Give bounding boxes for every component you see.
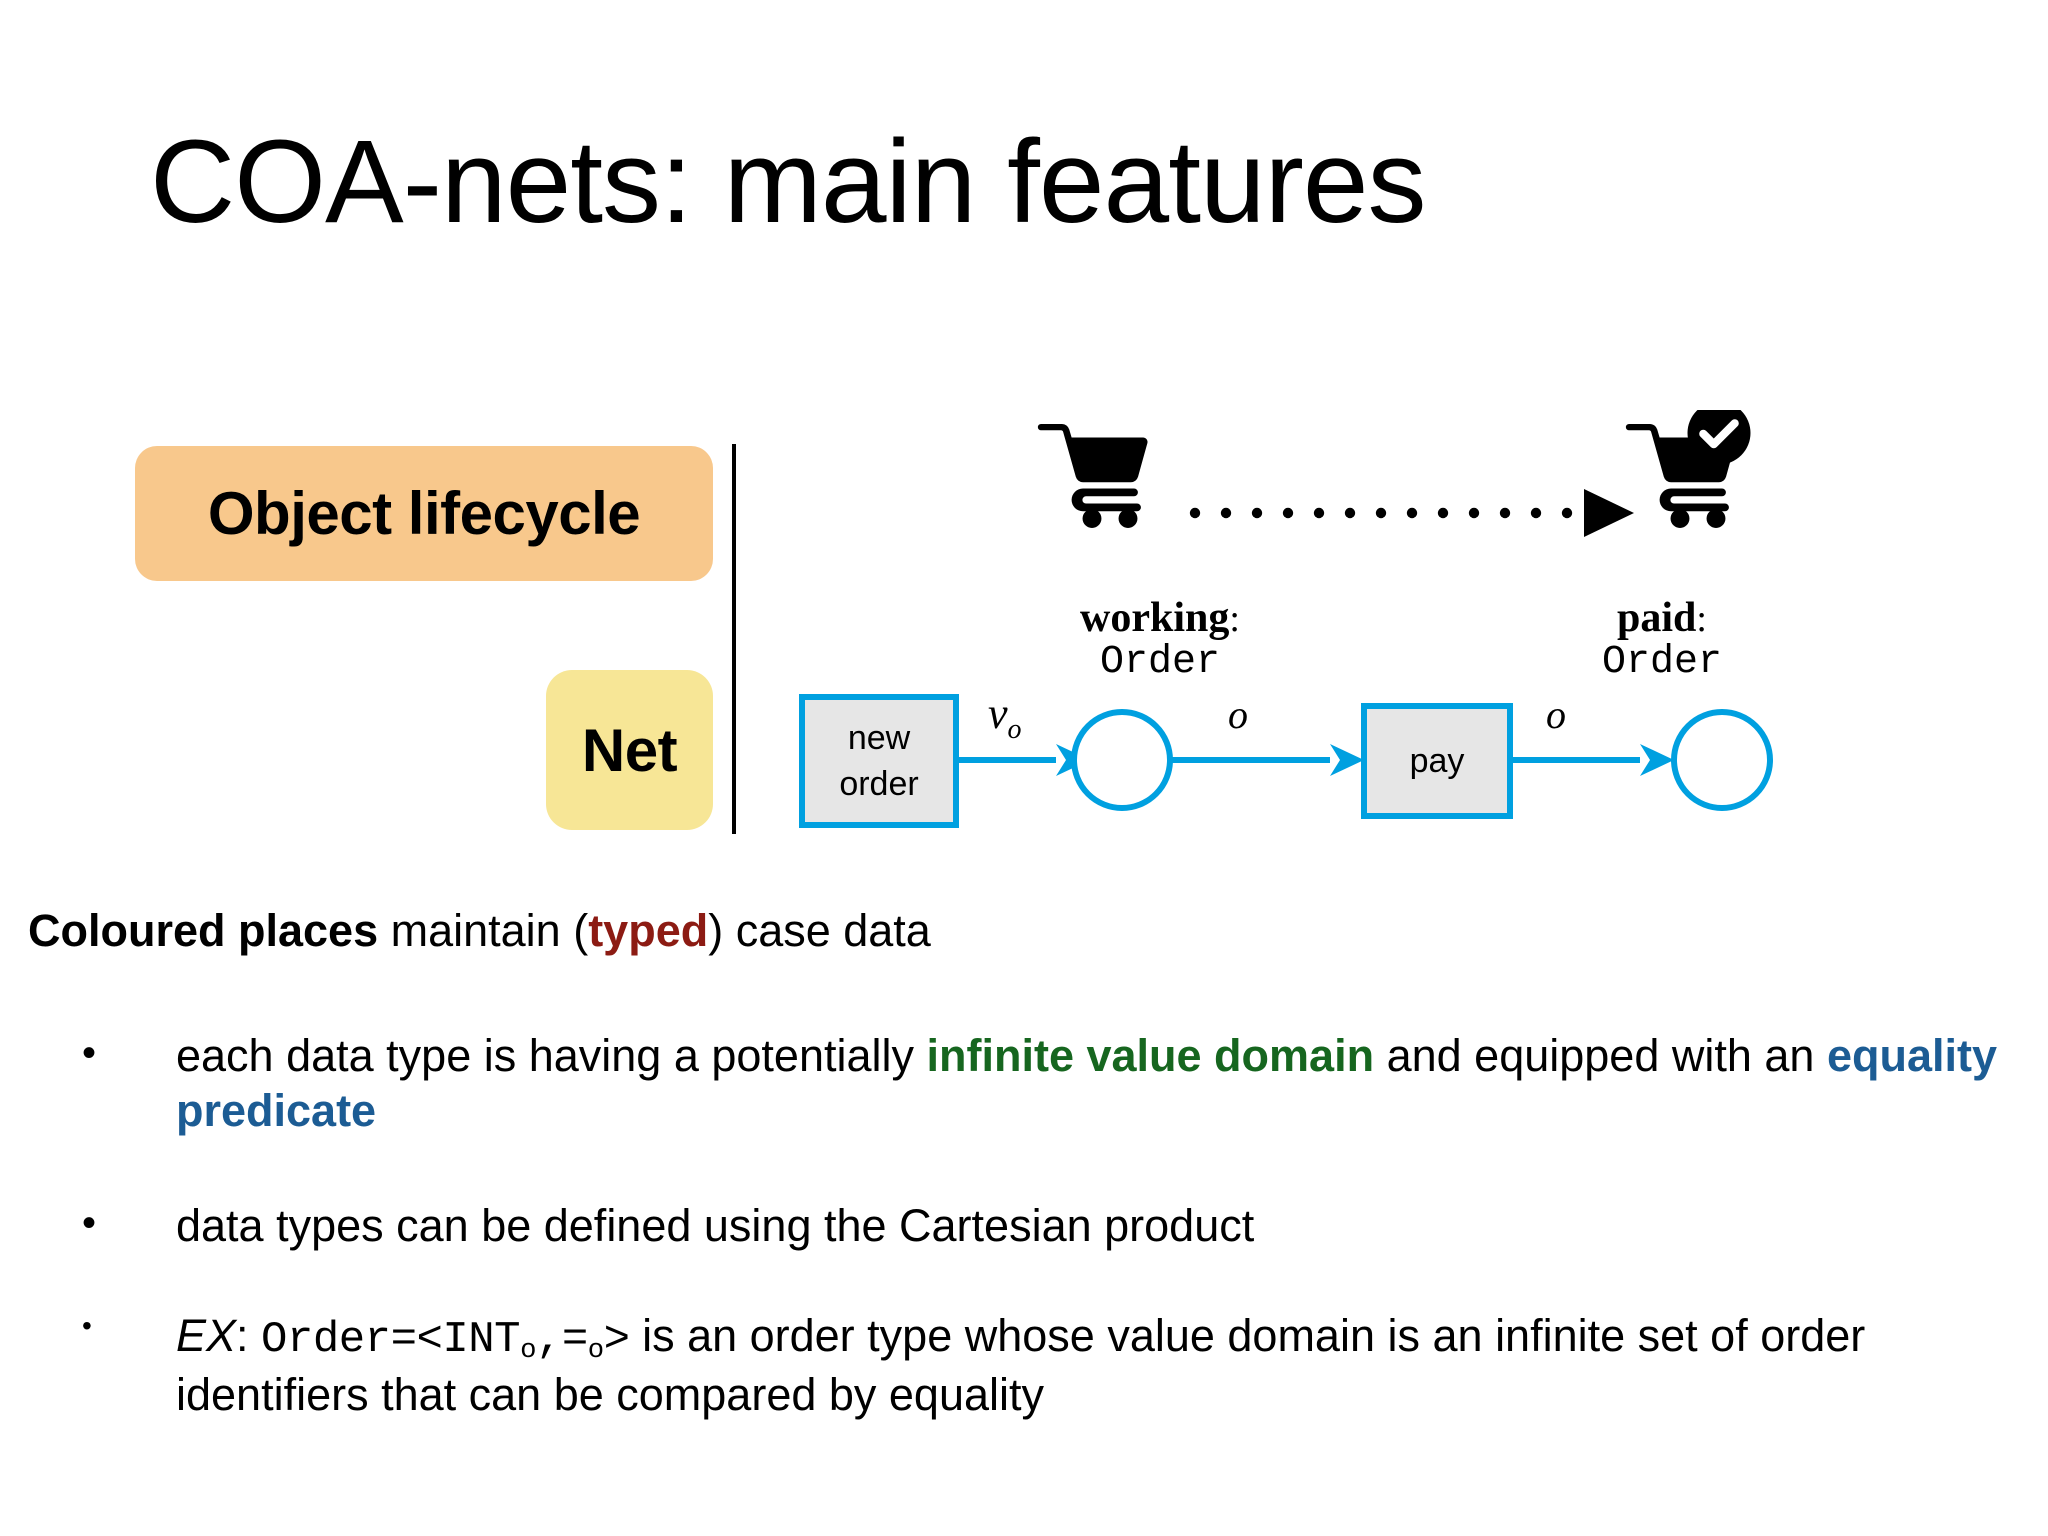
bullet-3-text: EX: Order=<INTo,=o> is an order type who… <box>176 1310 1865 1420</box>
bullet-3-ex-label: EX <box>176 1310 237 1362</box>
transition-pay: pay <box>1361 703 1513 819</box>
badge-object-lifecycle: Object lifecycle <box>135 446 713 581</box>
bullet-1-text: each data type is having a potentially i… <box>176 1030 1997 1136</box>
list-item-cartesian: • data types can be defined using the Ca… <box>28 1199 2018 1254</box>
page-title: COA-nets: main features <box>150 116 1427 248</box>
lead-emphasis-typed: typed <box>588 905 709 956</box>
code-part-1-sub: o <box>587 1335 604 1367</box>
bullet-3-code: Order=<INTo,=o> <box>261 1315 630 1367</box>
svg-text:order: order <box>839 765 918 803</box>
arc-label-nu-o: νo <box>988 689 1022 745</box>
lead-mid: maintain ( <box>378 905 589 956</box>
lifecycle-label-working-colon: : <box>1229 598 1240 640</box>
lead-bold-start: Coloured places <box>28 905 379 956</box>
list-item-example: • EX: Order=<INTo,=o> is an order type w… <box>28 1309 2018 1423</box>
bullet-list: • each data type is having a potentially… <box>28 1029 2018 1423</box>
code-part-2-base: > <box>603 1315 630 1366</box>
section-divider <box>732 444 736 834</box>
svg-text:new: new <box>848 719 911 757</box>
lead-statement: Coloured places maintain (typed) case da… <box>28 905 2018 957</box>
bullet-marker: • <box>82 1030 97 1075</box>
lifecycle-label-working: working: Order <box>1010 596 1310 684</box>
bullet-3-colon: : <box>236 1310 262 1362</box>
badge-object-lifecycle-label: Object lifecycle <box>207 480 641 547</box>
badge-net: Net <box>546 670 713 830</box>
bullet-marker: • <box>82 1200 97 1245</box>
lifecycle-label-working-type: Order <box>1099 640 1221 686</box>
transition-new-order: new order <box>799 694 959 828</box>
bullet-1-plain-b: and <box>1374 1029 1462 1081</box>
lifecycle-label-paid-name: paid <box>1617 595 1697 641</box>
place-paid <box>1671 709 1773 811</box>
bullet-1-plain-a: each data type is having a potentially <box>176 1029 927 1081</box>
bullet-2-text: data types can be defined using the Cart… <box>176 1199 1255 1251</box>
bullet-3-tail: is an order type whose value domain is a… <box>629 1310 1483 1362</box>
dotted-arrow-icon <box>1189 489 1634 537</box>
bullet-1-green: infinite value domain <box>926 1029 1375 1081</box>
badge-net-label: Net <box>581 716 678 784</box>
bullet-1-blue: equality predicate <box>176 1029 1997 1136</box>
shopping-cart-icon <box>1037 424 1148 528</box>
lead-end: ) case data <box>708 905 931 956</box>
lifecycle-label-working-name: working <box>1080 595 1230 641</box>
lifecycle-label-paid-colon: : <box>1696 598 1707 640</box>
body-content: Coloured places maintain (typed) case da… <box>28 905 2018 1423</box>
lifecycle-label-paid-type: Order <box>1601 640 1723 686</box>
bullet-marker: • <box>82 1310 92 1342</box>
shopping-cart-checked-icon <box>1625 410 1751 528</box>
lifecycle-label-paid: paid: Order <box>1512 596 1812 684</box>
svg-text:pay: pay <box>1410 742 1465 780</box>
check-badge-icon <box>1687 410 1751 465</box>
code-part-0-base: Order=<INT <box>261 1315 521 1366</box>
bullet-1-plain-c: equipped with an <box>1474 1029 1827 1081</box>
code-part-0-sub: o <box>520 1335 536 1367</box>
bullet-3-line2: infinite set of order identifiers that c… <box>176 1310 1866 1421</box>
arc-label-o-1: o <box>1228 692 1248 737</box>
arc-label-o-2: o <box>1546 692 1566 737</box>
list-item-infinite-domain: • each data type is having a potentially… <box>28 1029 2018 1139</box>
petri-net: new order pay νo o o <box>799 689 1773 828</box>
code-part-1-base: ,= <box>535 1315 588 1366</box>
place-working <box>1071 709 1173 811</box>
coa-net-diagram: new order pay νo o o <box>760 410 1940 850</box>
